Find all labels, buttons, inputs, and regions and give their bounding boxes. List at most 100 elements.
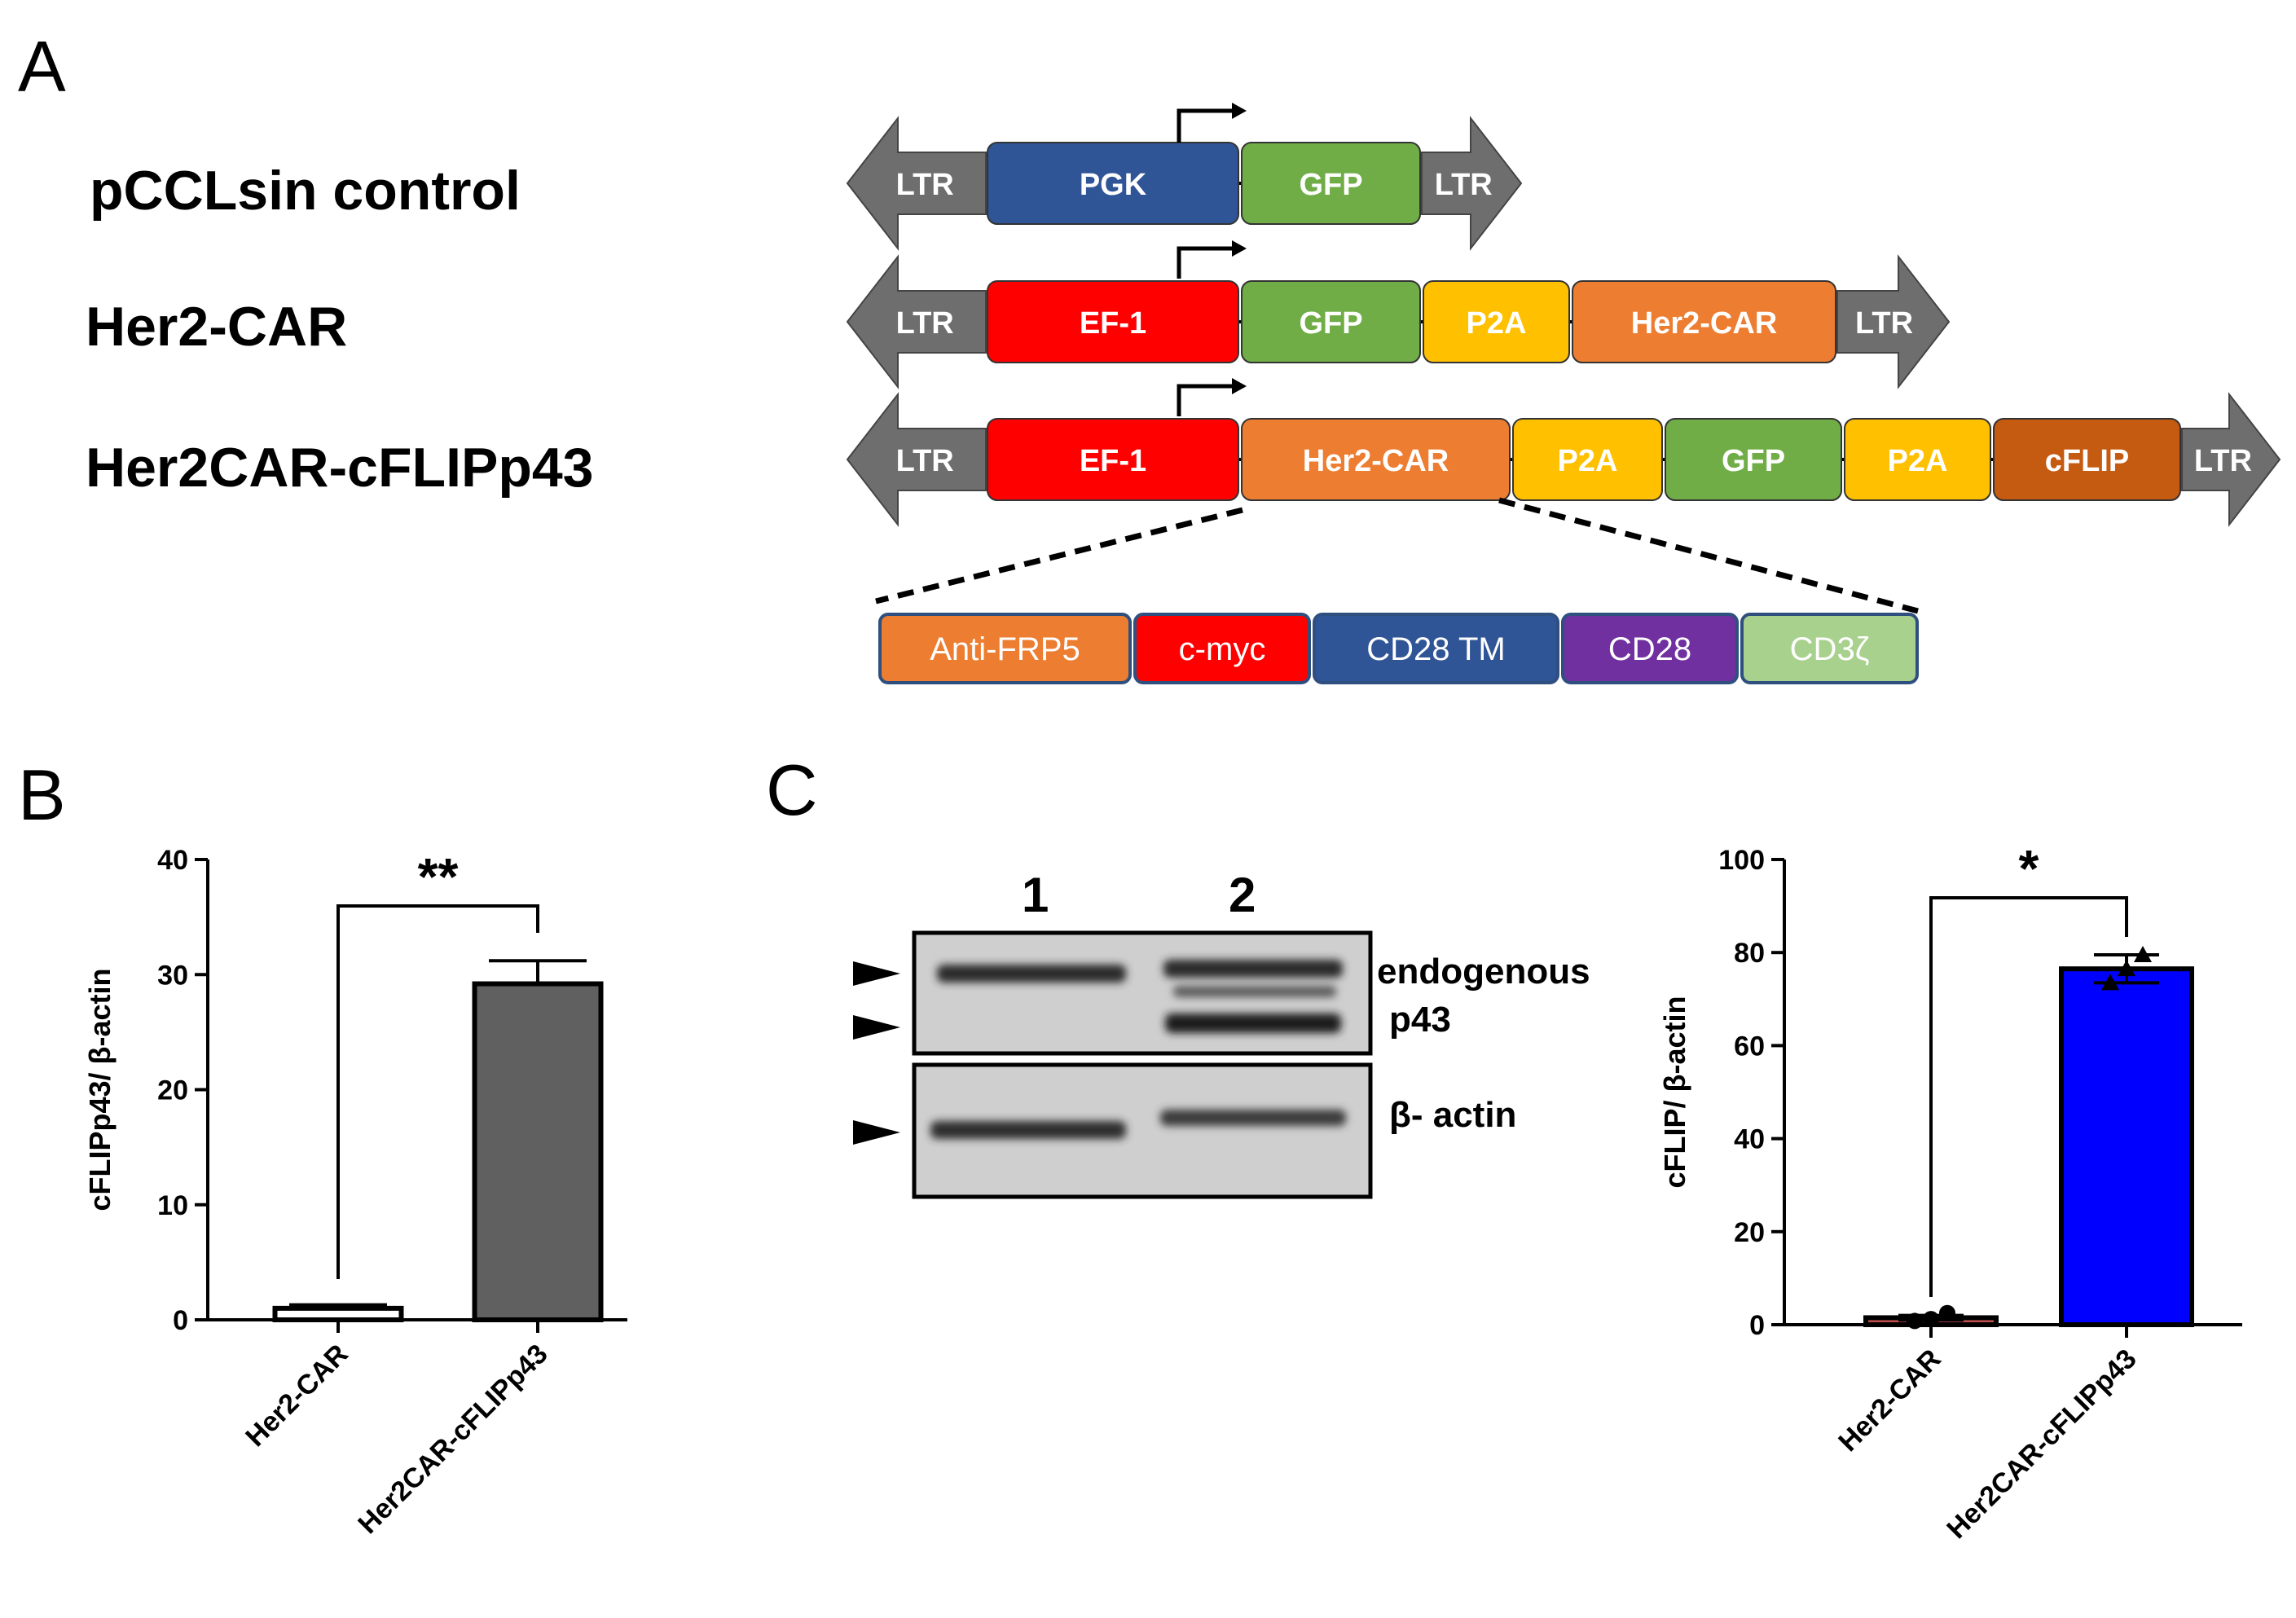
y-tick-label: 0: [1749, 1310, 1765, 1341]
construct-row-pcclsin-control: LTR PGK GFP LTR: [846, 116, 1523, 251]
x-tick-label-her2-car: Her2-CAR: [1832, 1343, 1946, 1458]
promoter-arrowhead-icon: [1232, 378, 1247, 394]
y-tick-label: 30: [157, 960, 188, 991]
y-tick-label: 80: [1734, 938, 1765, 969]
blot-band: [1173, 986, 1336, 997]
bar-her2car-cflipp43: [472, 981, 604, 1323]
segment-label-cflip: cFLIP: [2045, 444, 2129, 478]
construct-name-her2car-cflip: Her2CAR-cFLIPp43: [86, 437, 594, 499]
promoter-arrow-icon: [1177, 246, 1232, 279]
bar-her2car-cflipp43: [2059, 966, 2194, 1328]
y-tick-label: 100: [1718, 845, 1765, 876]
data-point: [2134, 946, 2152, 963]
construct-name-her2car: Her2-CAR: [86, 296, 347, 358]
band-label-p43: p43: [1389, 1000, 1451, 1040]
segment-label-gfp: GFP: [1722, 444, 1785, 478]
promoter-arrow-icon: [1177, 108, 1232, 143]
segment-gfp: [1241, 280, 1421, 363]
significance-stars: *: [2019, 839, 2039, 898]
data-point: [1923, 1311, 1939, 1328]
chart-b: 0 10 20 30 40 cFLIPp43/ β-actinHer2-CARHer2CA…: [83, 845, 627, 1540]
promoter-arrow-icon: [1177, 384, 1232, 416]
promoter-arrows: [1177, 108, 1232, 416]
segment-pgk: [987, 142, 1239, 225]
car-domain-map: Anti-FRP5 c-myc CD28 TM CD28 CD3ζ: [878, 613, 1919, 684]
y-tick-label: 60: [1734, 1031, 1765, 1062]
segment-ef-1: [987, 418, 1239, 501]
blot-band: [930, 1121, 1126, 1139]
domain-label-c-myc: c-myc: [1179, 631, 1266, 667]
y-tick-label: 20: [157, 1075, 188, 1106]
promoter-arrowhead-icon: [1232, 240, 1247, 257]
segment-her2-car: [1572, 280, 1836, 363]
domain-label-cd28-tm: CD28 TM: [1366, 631, 1505, 667]
data-point: [2118, 960, 2135, 977]
ltr-arrow-right: [2181, 392, 2281, 527]
segment-ef-1: [987, 280, 1239, 363]
construct-names: pCCLsin control Her2-CAR Her2CAR-cFLIPp4…: [86, 160, 594, 499]
band-arrow-icon: [853, 961, 900, 986]
segment-p2a: [1423, 280, 1570, 363]
blot-band: [937, 965, 1126, 983]
ltr-arrow-left: [846, 254, 987, 389]
ltr-arrow-right: [1421, 116, 1523, 251]
band-arrow-icon: [853, 1015, 900, 1040]
blot-band: [1163, 960, 1343, 978]
domain-cd28: [1561, 613, 1739, 684]
blot-band: [1160, 1110, 1346, 1126]
segment-label-p2a: P2A: [1558, 444, 1618, 478]
segment-label-pgk: PGK: [1080, 168, 1147, 202]
domain-label-cd3: CD3ζ: [1790, 631, 1870, 667]
construct-name-control: pCCLsin control: [90, 160, 521, 222]
segment-label-ltr: LTR: [1855, 306, 1913, 341]
segment-gfp: [1241, 142, 1421, 225]
western-blot: 1 2 endogenous p43 β- actin: [853, 868, 1590, 1199]
y-axis-title: cFLIP/ β-actin: [1658, 996, 1691, 1188]
domain-cd3: [1740, 613, 1919, 684]
y-tick-label: 20: [1734, 1217, 1765, 1248]
domain-label-cd28: CD28: [1608, 631, 1691, 667]
segment-label-ltr: LTR: [896, 444, 954, 478]
segment-p2a: [1512, 418, 1663, 501]
domain-c-myc: [1133, 613, 1311, 684]
significance-bracket: [1929, 896, 2128, 1297]
y-tick-label: 0: [173, 1305, 188, 1336]
lane-label-1: 1: [1022, 868, 1049, 922]
band-label-endogenous: endogenous: [1377, 952, 1590, 991]
segment-p2a: [1844, 418, 1991, 501]
bar-her2-car: [272, 1305, 404, 1322]
band-label-actin: β- actin: [1389, 1095, 1516, 1135]
ltr-arrow-left: [846, 392, 987, 527]
segment-label-gfp: GFP: [1299, 168, 1362, 202]
segment-label-p2a: P2A: [1888, 444, 1948, 478]
y-tick-label: 40: [1734, 1124, 1765, 1155]
zoom-lines: [875, 497, 1919, 614]
segment-cflip: [1993, 418, 2181, 501]
segment-label-p2a: P2A: [1467, 306, 1527, 341]
segment-her2-car: [1241, 418, 1511, 501]
y-tick-label: 40: [157, 845, 188, 876]
y-tick-label: 10: [157, 1190, 188, 1221]
blot-band: [1165, 1013, 1341, 1033]
domain-label-anti-frp5: Anti-FRP5: [930, 631, 1080, 667]
y-axis-title: cFLIPp43/ β-actin: [83, 968, 117, 1211]
segment-label-ef-1: EF-1: [1080, 306, 1146, 341]
segment-label-ltr: LTR: [896, 168, 954, 202]
x-tick-label-her2-car: Her2-CAR: [240, 1339, 354, 1453]
construct-row-her2car-cflipp43: LTR EF-1 Her2-CAR P2A GFP P2A cFLIP LTR: [846, 392, 2281, 527]
data-point: [1939, 1304, 1955, 1321]
segment-label-her2-car: Her2-CAR: [1303, 444, 1449, 478]
panel-label-a: A: [18, 26, 66, 107]
segment-label-gfp: GFP: [1299, 306, 1362, 341]
segment-label-ltr: LTR: [1435, 168, 1493, 202]
segment-label-ltr: LTR: [2194, 444, 2252, 478]
ltr-arrow-right: [1836, 254, 1951, 389]
domain-cd28-tm: [1313, 613, 1559, 684]
segment-label-ef-1: EF-1: [1080, 444, 1146, 478]
significance-stars: **: [418, 847, 459, 906]
x-tick-label-her2car-cflipp43: Her2CAR-cFLIPp43: [352, 1339, 553, 1540]
panel-label-b: B: [18, 754, 66, 835]
